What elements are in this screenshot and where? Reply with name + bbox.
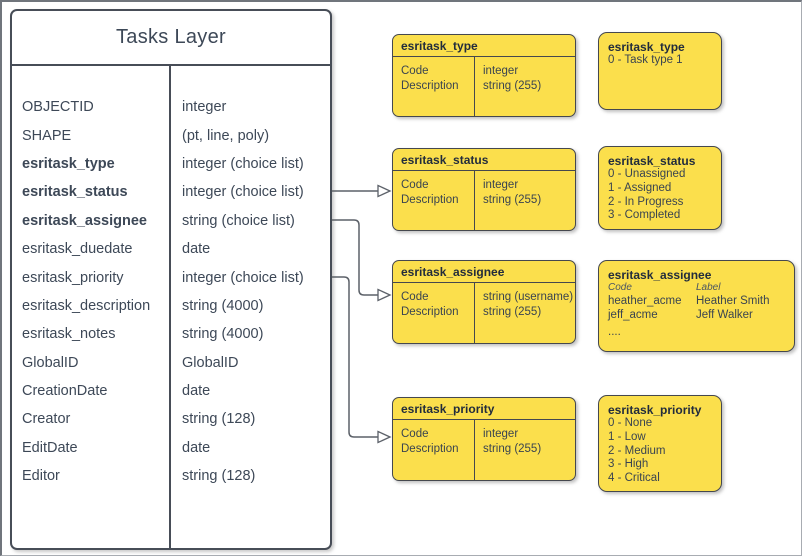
- entity-title: Tasks Layer: [115, 26, 226, 48]
- assignee-label-column-header: Label: [696, 282, 721, 293]
- arrowhead-status: [377, 184, 392, 198]
- column-divider: [169, 66, 171, 548]
- domain-table-esritask-status: esritask_status Code Description integer…: [392, 148, 576, 231]
- connector-priority: [332, 276, 378, 438]
- domain-table-esritask-priority: esritask_priority Code Description integ…: [392, 397, 576, 481]
- value-list-esritask-priority: esritask_priority 0 - None 1 - Low 2 - M…: [598, 395, 722, 492]
- title-divider: [12, 64, 330, 66]
- arrowhead-priority: [377, 430, 392, 444]
- connector-assignee: [332, 219, 378, 296]
- value-list-esritask-assignee: esritask_assignee Code Label heather_acm…: [598, 260, 795, 352]
- field-row-shape: SHAPE(pt, line, poly): [22, 127, 270, 144]
- arrowhead-assignee: [377, 288, 392, 302]
- value-list-esritask-status: esritask_status 0 - Unassigned 1 - Assig…: [598, 146, 722, 230]
- assignee-code-column-header: Code: [608, 282, 632, 293]
- assignee-more-indicator: ....: [608, 326, 621, 338]
- domain-table-esritask-assignee: esritask_assignee Code Description strin…: [392, 260, 576, 344]
- value-list-esritask-type: esritask_type 0 - Task type 1: [598, 32, 722, 110]
- domain-table-esritask-type: esritask_type Code Description integer s…: [392, 34, 576, 117]
